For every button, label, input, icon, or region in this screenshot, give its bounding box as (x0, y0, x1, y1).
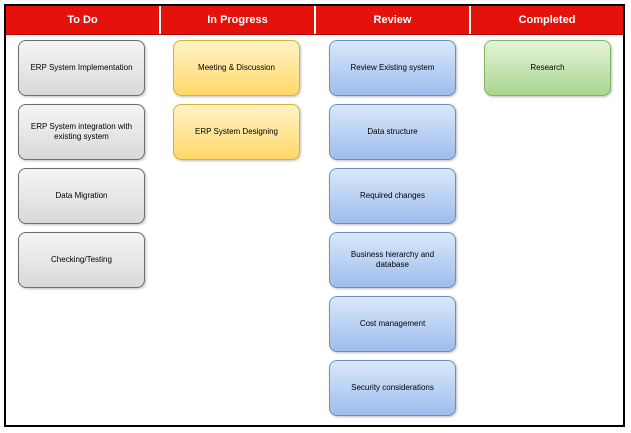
card-erp-system-implementation[interactable]: ERP System Implementation (18, 40, 145, 96)
column-header-in-progress: In Progress (161, 6, 316, 34)
card-meeting-discussion[interactable]: Meeting & Discussion (173, 40, 300, 96)
column-header-row: To Do In Progress Review Completed (6, 6, 623, 35)
card-required-changes[interactable]: Required changes (329, 168, 456, 224)
card-business-hierarchy-database[interactable]: Business hierarchy and database (329, 232, 456, 288)
kanban-board: To Do In Progress Review Completed ERP S… (4, 4, 625, 427)
card-research[interactable]: Research (484, 40, 611, 96)
card-data-structure[interactable]: Data structure (329, 104, 456, 160)
column-header-completed: Completed (518, 14, 576, 26)
column-header-review: Review (316, 6, 471, 34)
card-cost-management[interactable]: Cost management (329, 296, 456, 352)
card-data-migration[interactable]: Data Migration (18, 168, 145, 224)
card-erp-system-designing[interactable]: ERP System Designing (173, 104, 300, 160)
card-erp-system-integration[interactable]: ERP System integration with existing sys… (18, 104, 145, 160)
card-checking-testing[interactable]: Checking/Testing (18, 232, 145, 288)
column-header-todo: To Do (6, 6, 161, 34)
card-review-existing-system[interactable]: Review Existing system (329, 40, 456, 96)
card-security-considerations[interactable]: Security considerations (329, 360, 456, 416)
